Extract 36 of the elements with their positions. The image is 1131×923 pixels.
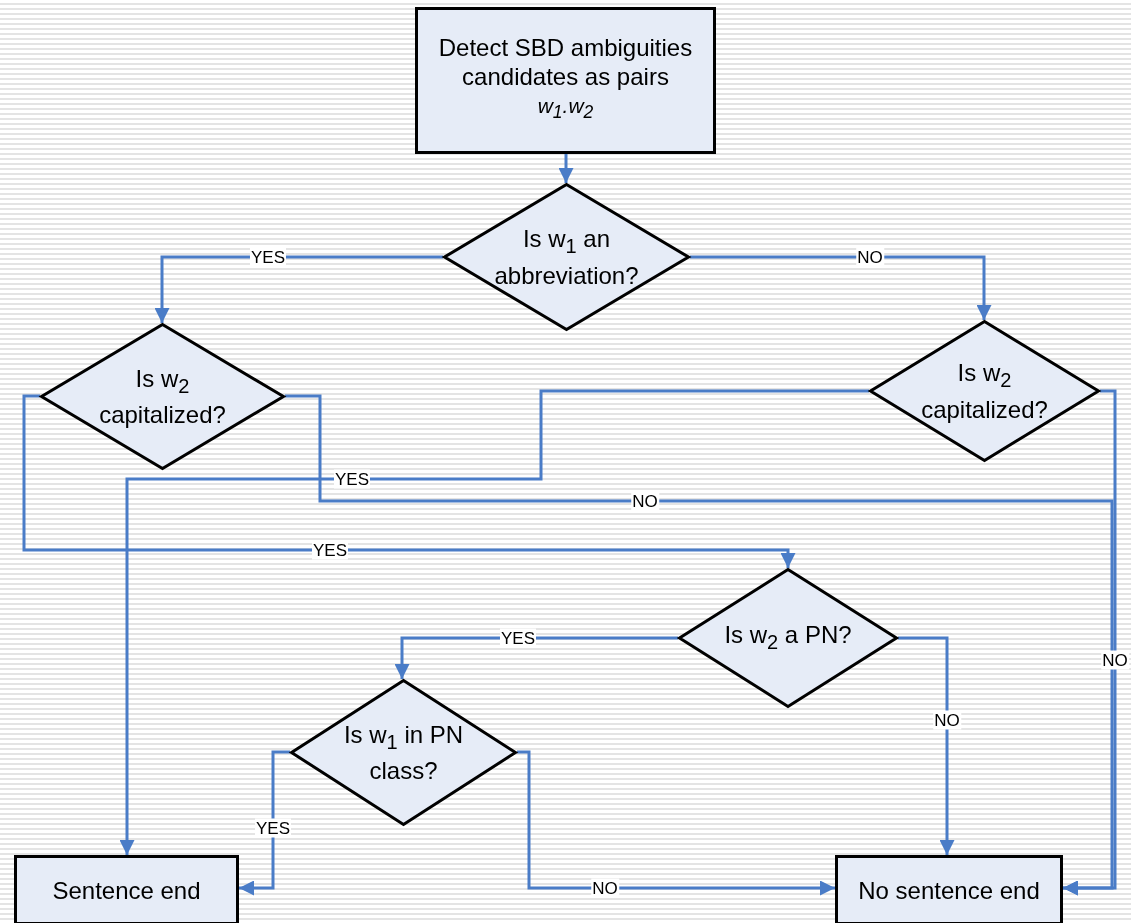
edge-label: NO (856, 247, 884, 267)
arrow (154, 255, 443, 323)
arrow (690, 255, 992, 320)
edge-label: YES (500, 628, 536, 648)
decision-diamond (443, 183, 690, 331)
edge-label: YES (250, 247, 286, 267)
decision-diamond (40, 323, 285, 470)
decision-diamond (869, 320, 1100, 462)
process-box (415, 7, 716, 154)
node-text: Is w$_{2}$ a PN? (723, 619, 853, 655)
node-text: Is w$_{2}$ capitalized? (920, 358, 1049, 424)
node-text: Is w$_{2}$ capitalized? (98, 363, 227, 430)
decision-diamond (290, 679, 517, 826)
edge-label: NO (933, 710, 961, 730)
arrow (22, 394, 796, 568)
arrow (239, 750, 290, 896)
node-text: Detect SBD ambiguities candidates as pairs (437, 33, 694, 92)
arrow (517, 750, 835, 896)
arrow (119, 389, 869, 855)
edge-label: NO (1101, 650, 1129, 670)
arrow (1063, 389, 1117, 896)
node-text: No sentence end (857, 875, 1041, 905)
node-text: Is w$_{1}$ an abbreviation? (493, 224, 640, 290)
edge-label: NO (631, 491, 659, 511)
node-text: Is w$_{1}$ in PN class? (342, 719, 465, 786)
arrow (394, 636, 678, 679)
arrow (558, 154, 574, 183)
edge-label: NO (591, 878, 619, 898)
arrow (898, 636, 955, 855)
process-box (14, 855, 239, 923)
variable-text: w$_{1}$.w$_{2}$ (536, 93, 595, 125)
decision-diamond (678, 568, 898, 708)
node-text: Sentence end (51, 875, 202, 905)
process-box (835, 855, 1063, 923)
edge-label: YES (255, 818, 291, 838)
edge-label: YES (312, 540, 348, 560)
